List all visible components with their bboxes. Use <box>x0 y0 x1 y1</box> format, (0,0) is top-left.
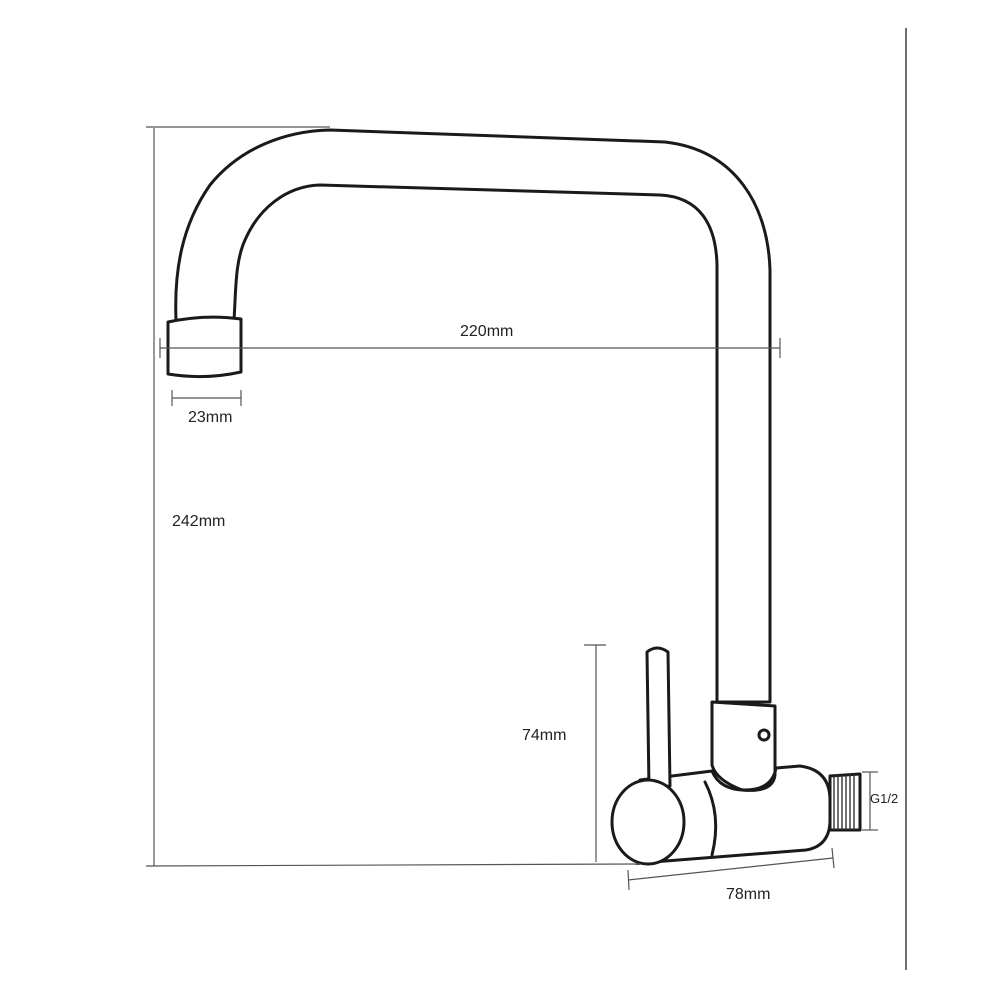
end-cap-knob <box>610 778 686 866</box>
outlet-diameter-label: 23mm <box>188 409 232 426</box>
reach-label: 220mm <box>460 323 513 340</box>
body-length-dimension-line <box>627 857 834 881</box>
collar-screw-icon <box>757 728 771 742</box>
thread-size-label: G1/2 <box>870 791 898 806</box>
spout-collar <box>710 700 777 792</box>
lever-handle <box>645 646 672 790</box>
threaded-connector <box>828 772 862 832</box>
outlet-nozzle <box>166 315 243 379</box>
total-height-label: 242mm <box>172 513 225 530</box>
faucet-drawing <box>166 128 862 866</box>
base-height-label: 74mm <box>522 727 566 744</box>
dimension-lines <box>145 126 878 891</box>
body-length-label: 78mm <box>726 886 770 903</box>
valve-seam <box>703 780 718 857</box>
valve-body <box>638 764 832 865</box>
height-bottom-extension <box>145 863 641 867</box>
spout-tube <box>174 128 772 704</box>
